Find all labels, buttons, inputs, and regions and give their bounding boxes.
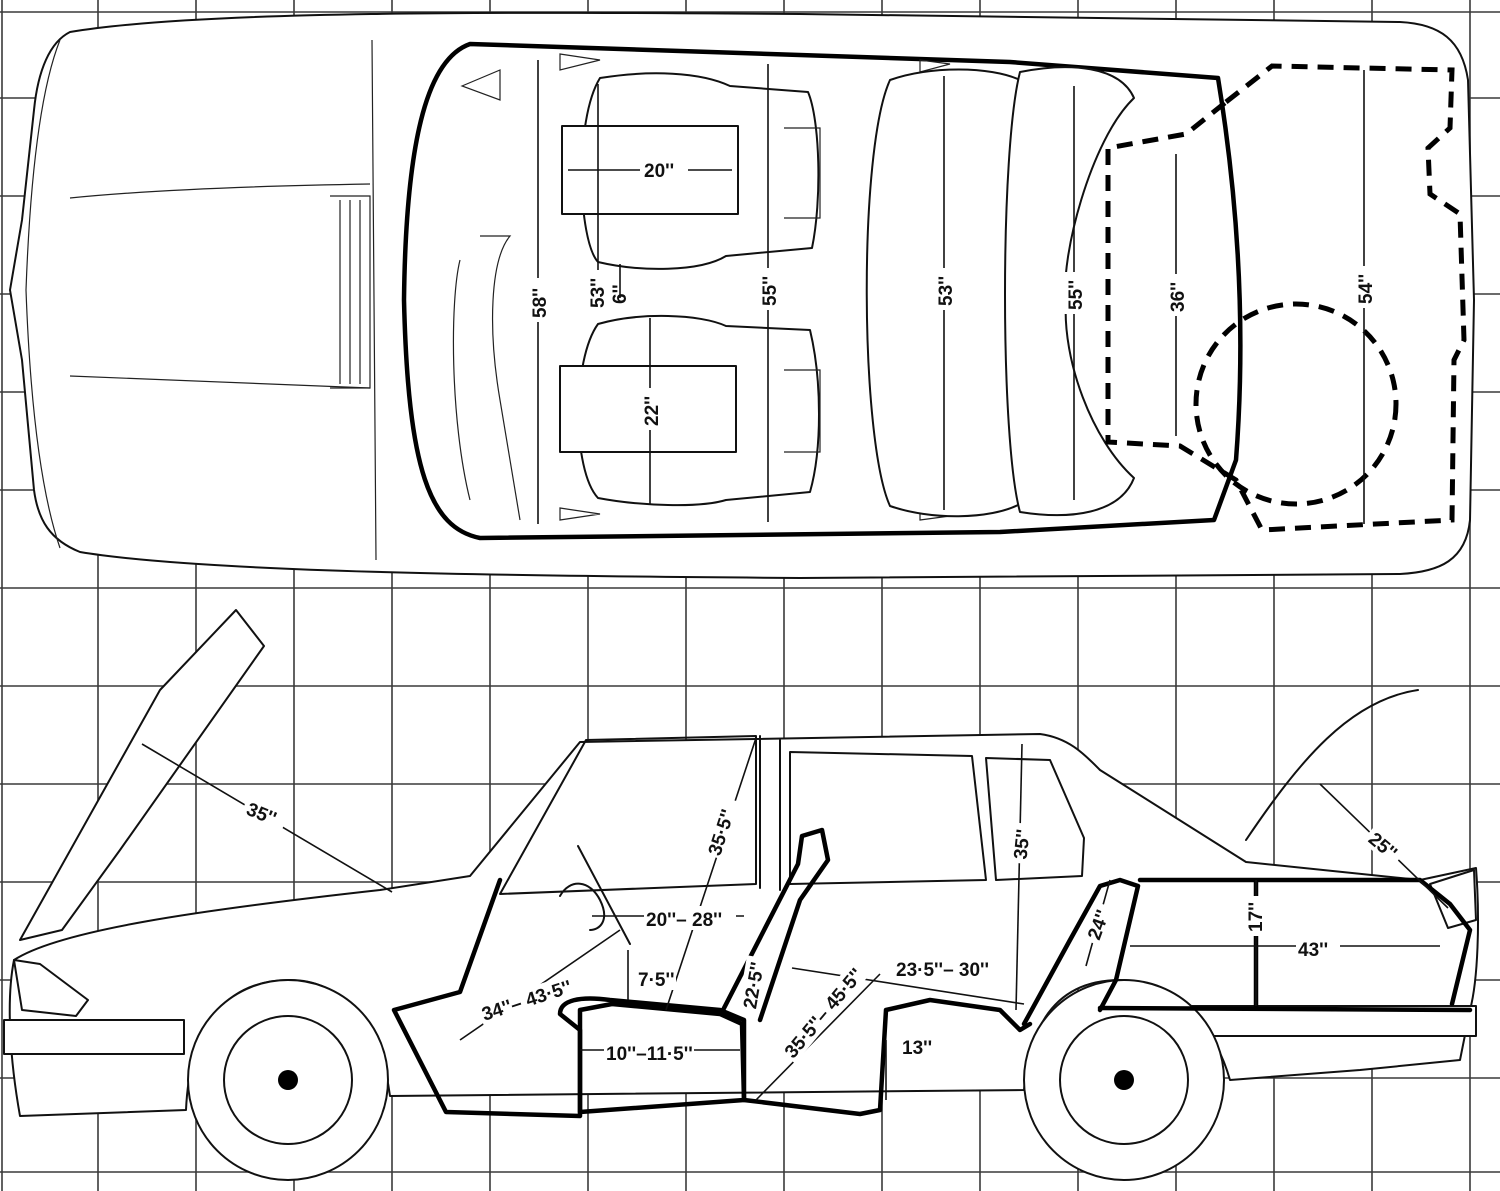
open-boot-lid bbox=[1245, 689, 1419, 841]
label-front-shoulder: 55'' bbox=[760, 276, 781, 306]
label-rear-headroom: 35'' bbox=[1011, 828, 1035, 860]
side-dimension-lines bbox=[141, 737, 1449, 1101]
label-rear-shoulder: 55'' bbox=[1066, 280, 1087, 310]
side-view bbox=[3, 609, 1479, 1181]
rear-bench-back bbox=[1004, 66, 1135, 517]
label-boot-height: 17'' bbox=[1246, 902, 1267, 932]
label-boot-width: 54'' bbox=[1356, 274, 1377, 304]
spare-wheel-dashed bbox=[1193, 301, 1399, 507]
label-rear-cushion: 13'' bbox=[902, 1038, 932, 1059]
label-front-legroom: 20''– 28'' bbox=[646, 910, 722, 931]
front-mirrors bbox=[460, 53, 951, 521]
label-front-gap-b: 6'' bbox=[610, 284, 631, 304]
label-front-seat-width: 20'' bbox=[644, 161, 674, 182]
rear-wheel bbox=[1023, 979, 1225, 1181]
front-grille bbox=[13, 959, 89, 1017]
steering-wheel bbox=[559, 845, 631, 945]
top-view bbox=[9, 11, 1475, 579]
top-front-nose bbox=[25, 39, 61, 549]
front-bumper bbox=[3, 1019, 185, 1055]
front-headrests bbox=[784, 127, 821, 453]
boot-outline-dashed bbox=[1105, 63, 1467, 533]
side-windows bbox=[499, 735, 1085, 895]
open-bonnet bbox=[19, 609, 265, 941]
rear-seat bbox=[1021, 877, 1141, 1027]
label-seat-depth: 10''–11·5'' bbox=[606, 1044, 693, 1065]
rear-spoiler bbox=[1429, 869, 1477, 929]
top-view-labels: 20'' 58'' 53'' 6'' 22'' 55'' 53'' 55'' bbox=[528, 158, 1377, 430]
label-boot-depth: 36'' bbox=[1168, 282, 1189, 312]
front-dash bbox=[452, 235, 521, 521]
label-boot-length: 43'' bbox=[1298, 940, 1328, 961]
top-bonnet-lines bbox=[69, 39, 377, 561]
label-front-gap-a: 53'' bbox=[588, 278, 609, 308]
label-cushion-height: 7·5'' bbox=[638, 970, 675, 991]
label-front-seat-width-lower: 22'' bbox=[642, 396, 663, 426]
label-rear-seat-width: 53'' bbox=[936, 276, 957, 306]
top-bonnet-vent bbox=[330, 195, 371, 389]
front-wheel bbox=[187, 979, 389, 1181]
label-front-interior-width: 58'' bbox=[530, 288, 551, 318]
label-rear-legroom: 23·5''– 30'' bbox=[896, 960, 989, 981]
front-seat bbox=[557, 827, 831, 1115]
